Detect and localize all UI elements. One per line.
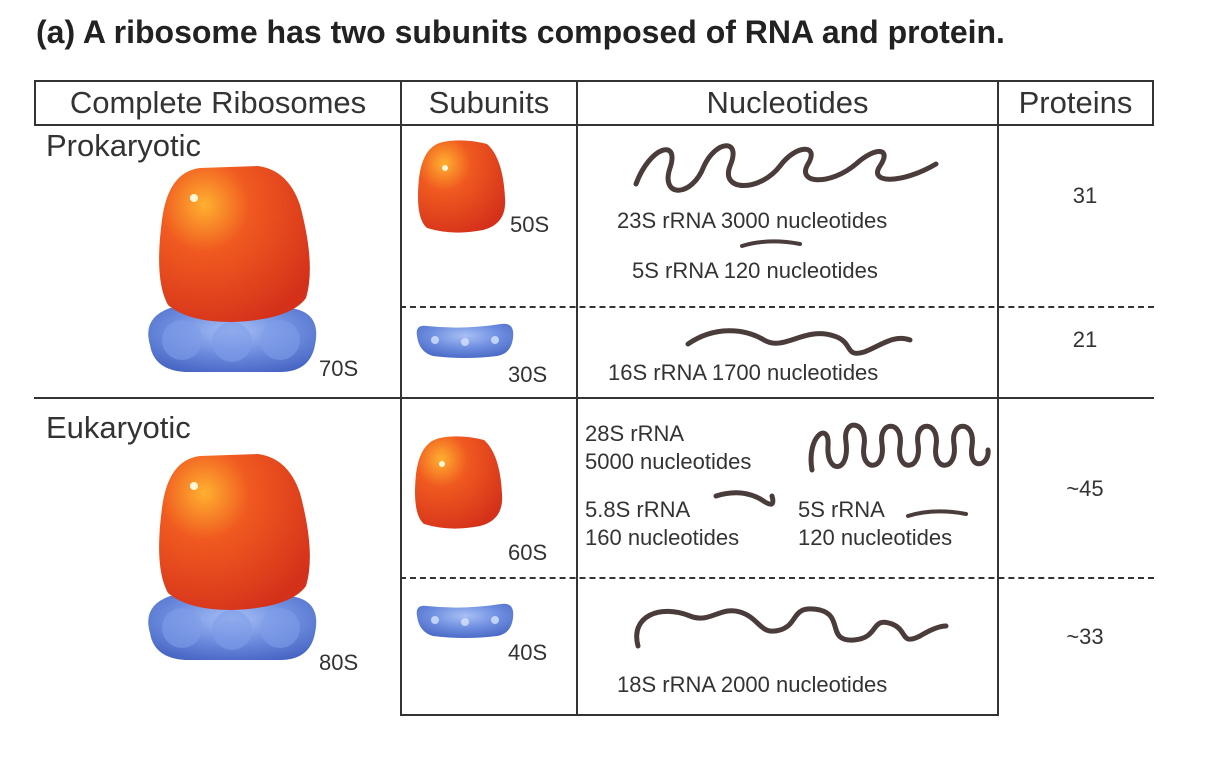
text-5s-rrna-prokaryotic: 5S rRNA 120 nucleotides (632, 258, 878, 283)
label-80s: 80S (319, 650, 359, 675)
row-divider-eukaryotic (34, 397, 1154, 399)
prokaryotic-small-subunit-30s (416, 323, 514, 358)
rna-strand-28s (808, 422, 991, 473)
rna-strand-5s-prokaryotic (740, 239, 802, 248)
figure-title: (a) A ribosome has two subunits composed… (36, 14, 1005, 50)
proteins-60s: ~45 (1066, 476, 1104, 501)
header-subunits: Subunits (400, 80, 578, 126)
label-40s: 40S (508, 640, 548, 665)
text-18s-rrna: 18S rRNA 2000 nucleotides (617, 672, 888, 697)
label-30s: 30S (508, 362, 548, 387)
proteins-40s: ~33 (1066, 624, 1104, 649)
column-divider-subunits-left (400, 124, 402, 716)
proteins-30s: 21 (1072, 327, 1098, 352)
text-23s-rrna: 23S rRNA 3000 nucleotides (617, 208, 888, 233)
dashed-divider-prokaryotic (400, 306, 1154, 308)
label-70s: 70S (319, 356, 359, 381)
header-proteins: Proteins (997, 80, 1154, 126)
eukaryotic-small-subunit-40s (416, 603, 514, 638)
prokaryotic-label: Prokaryotic (46, 128, 202, 163)
text-28s-rrna-line2: 5000 nucleotides (585, 449, 752, 474)
text-16s-rrna: 16S rRNA 1700 nucleotides (608, 360, 879, 385)
text-5s-rrna-eukaryotic-line2: 120 nucleotides (798, 525, 953, 550)
text-5s-rrna-eukaryotic-line1: 5S rRNA (798, 497, 885, 522)
text-28s-rrna-line1: 28S rRNA (585, 421, 685, 446)
eukaryotic-large-subunit-60s (415, 436, 503, 529)
dashed-divider-eukaryotic (400, 577, 1154, 579)
rna-strand-16s (685, 328, 913, 356)
column-divider-nucleotides-left (576, 124, 578, 716)
rna-strand-23s (633, 143, 939, 193)
label-50s: 50S (510, 212, 550, 237)
rna-strand-18s (634, 606, 949, 649)
header-complete-ribosomes: Complete Ribosomes (34, 80, 402, 126)
text-5-8s-rrna-line1: 5.8S rRNA (585, 497, 691, 522)
eukaryotic-label: Eukaryotic (46, 410, 191, 445)
column-divider-proteins-left (997, 124, 999, 716)
rna-strand-5s-eukaryotic (906, 509, 968, 518)
prokaryotic-complete-ribosome (148, 166, 317, 372)
text-5-8s-rrna-line2: 160 nucleotides (585, 525, 740, 550)
rna-strand-5-8s (713, 490, 776, 507)
prokaryotic-large-subunit-50s (418, 140, 506, 233)
proteins-50s: 31 (1072, 183, 1098, 208)
eukaryotic-complete-ribosome (148, 454, 317, 660)
table-bottom-line (400, 714, 999, 716)
header-nucleotides: Nucleotides (576, 80, 999, 126)
label-60s: 60S (508, 540, 548, 565)
